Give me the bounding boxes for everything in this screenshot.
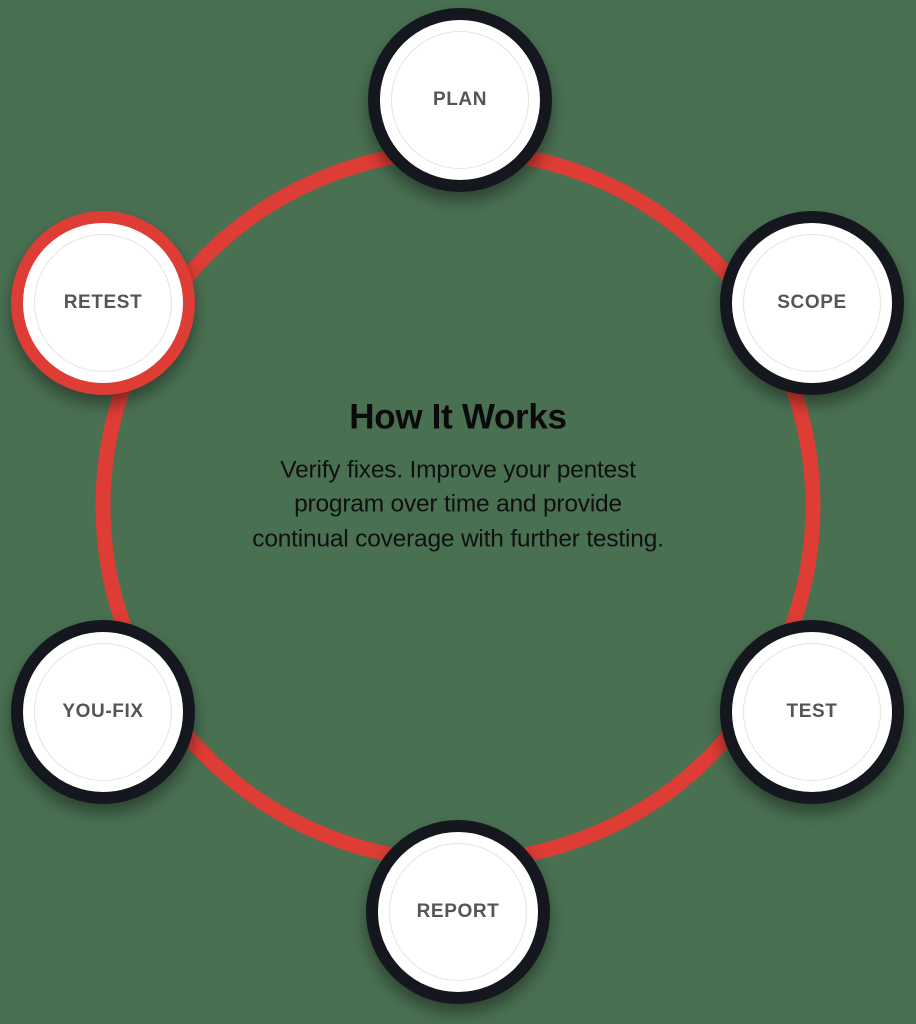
cycle-node-report[interactable]: REPORT [366,820,550,1004]
cycle-node-plan[interactable]: PLAN [368,8,552,192]
cycle-node-you-fix-label: YOU-FIX [62,701,144,722]
cycle-node-scope-label: SCOPE [777,292,847,313]
cycle-node-test-label: TEST [786,701,838,722]
cycle-node-you-fix[interactable]: YOU-FIX [11,620,195,804]
cycle-node-plan-label: PLAN [432,89,488,110]
cycle-node-test[interactable]: TEST [720,620,904,804]
cycle-node-report-label: REPORT [416,901,500,922]
cycle-node-retest-label: RETEST [63,292,143,313]
cycle-node-scope[interactable]: SCOPE [720,211,904,395]
cycle-ring-circle [95,143,821,869]
cycle-node-retest[interactable]: RETEST [11,211,195,395]
